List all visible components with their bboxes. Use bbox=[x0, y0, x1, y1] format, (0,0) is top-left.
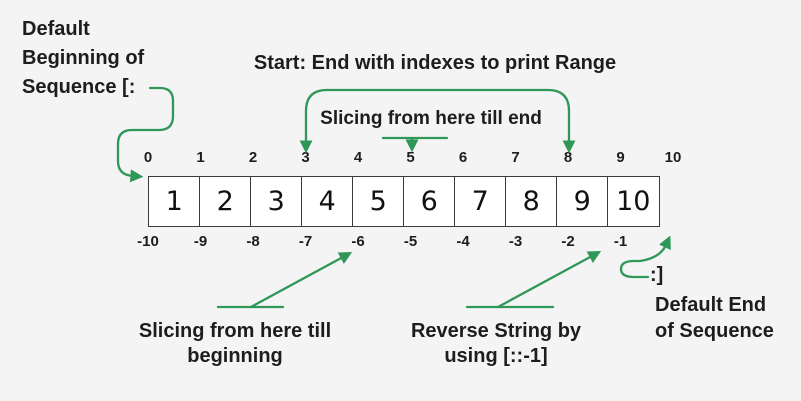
top-index-label: 1 bbox=[196, 149, 205, 166]
sequence-box-row: 1 2 3 4 5 6 7 8 9 10 bbox=[148, 176, 660, 227]
sequence-cell: 7 bbox=[454, 176, 507, 227]
top-index-label: 9 bbox=[616, 149, 625, 166]
bottom-index-label: -1 bbox=[613, 233, 628, 250]
reverse-string-label: Reverse String by using [::-1] bbox=[410, 320, 582, 367]
bottom-index-label: -4 bbox=[456, 233, 470, 250]
bottom-index-label: -9 bbox=[193, 233, 208, 250]
sequence-cell: 5 bbox=[352, 176, 405, 227]
sequence-cell: 10 bbox=[607, 176, 660, 227]
sequence-cell: 2 bbox=[199, 176, 252, 227]
bottom-index-label: -10 bbox=[137, 233, 159, 250]
top-index-label: 5 bbox=[406, 149, 415, 166]
slicing-till-beginning-label: Slicing from here till beginning bbox=[138, 320, 332, 367]
sequence-cell: 8 bbox=[505, 176, 558, 227]
bottom-index-label: -3 bbox=[508, 233, 523, 250]
reverse-string-arrow bbox=[496, 251, 602, 309]
top-index-label: 4 bbox=[353, 149, 363, 166]
sequence-cell: 3 bbox=[250, 176, 303, 227]
default-end-label: Default End of Sequence bbox=[655, 294, 774, 342]
top-index-label: 8 bbox=[563, 149, 573, 166]
bottom-index-label: -8 bbox=[246, 233, 260, 250]
diagram-title: Start: End with indexes to print Range bbox=[253, 52, 617, 74]
top-index-label: 6 bbox=[458, 149, 468, 166]
top-index-label: 3 bbox=[301, 149, 310, 166]
top-index-label: 2 bbox=[248, 149, 258, 166]
bottom-index-label: -6 bbox=[351, 233, 365, 250]
top-index-label: 7 bbox=[511, 149, 520, 166]
slice-beginning-arrow bbox=[249, 252, 353, 309]
sequence-cell: 9 bbox=[556, 176, 609, 227]
end-bracket-label: :] bbox=[650, 264, 664, 286]
sequence-cell: 6 bbox=[403, 176, 456, 227]
slicing-till-end-label: Slicing from here till end bbox=[320, 108, 542, 129]
bottom-index-label: -7 bbox=[298, 233, 313, 250]
top-index-label: 10 bbox=[664, 149, 682, 166]
negative-index-ruler: -10 -9 -8 -7 -6 -5 -4 -3 -2 -1 bbox=[122, 233, 647, 250]
positive-index-ruler: 0 1 2 3 4 5 6 7 8 9 10 bbox=[122, 149, 700, 166]
bottom-index-label: -2 bbox=[561, 233, 575, 250]
sequence-cell: 4 bbox=[301, 176, 354, 227]
sequence-cell: 1 bbox=[148, 176, 201, 227]
default-beginning-label: Default Beginning of Sequence [: bbox=[22, 18, 145, 98]
top-index-label: 0 bbox=[143, 149, 153, 166]
bottom-index-label: -5 bbox=[403, 233, 418, 250]
